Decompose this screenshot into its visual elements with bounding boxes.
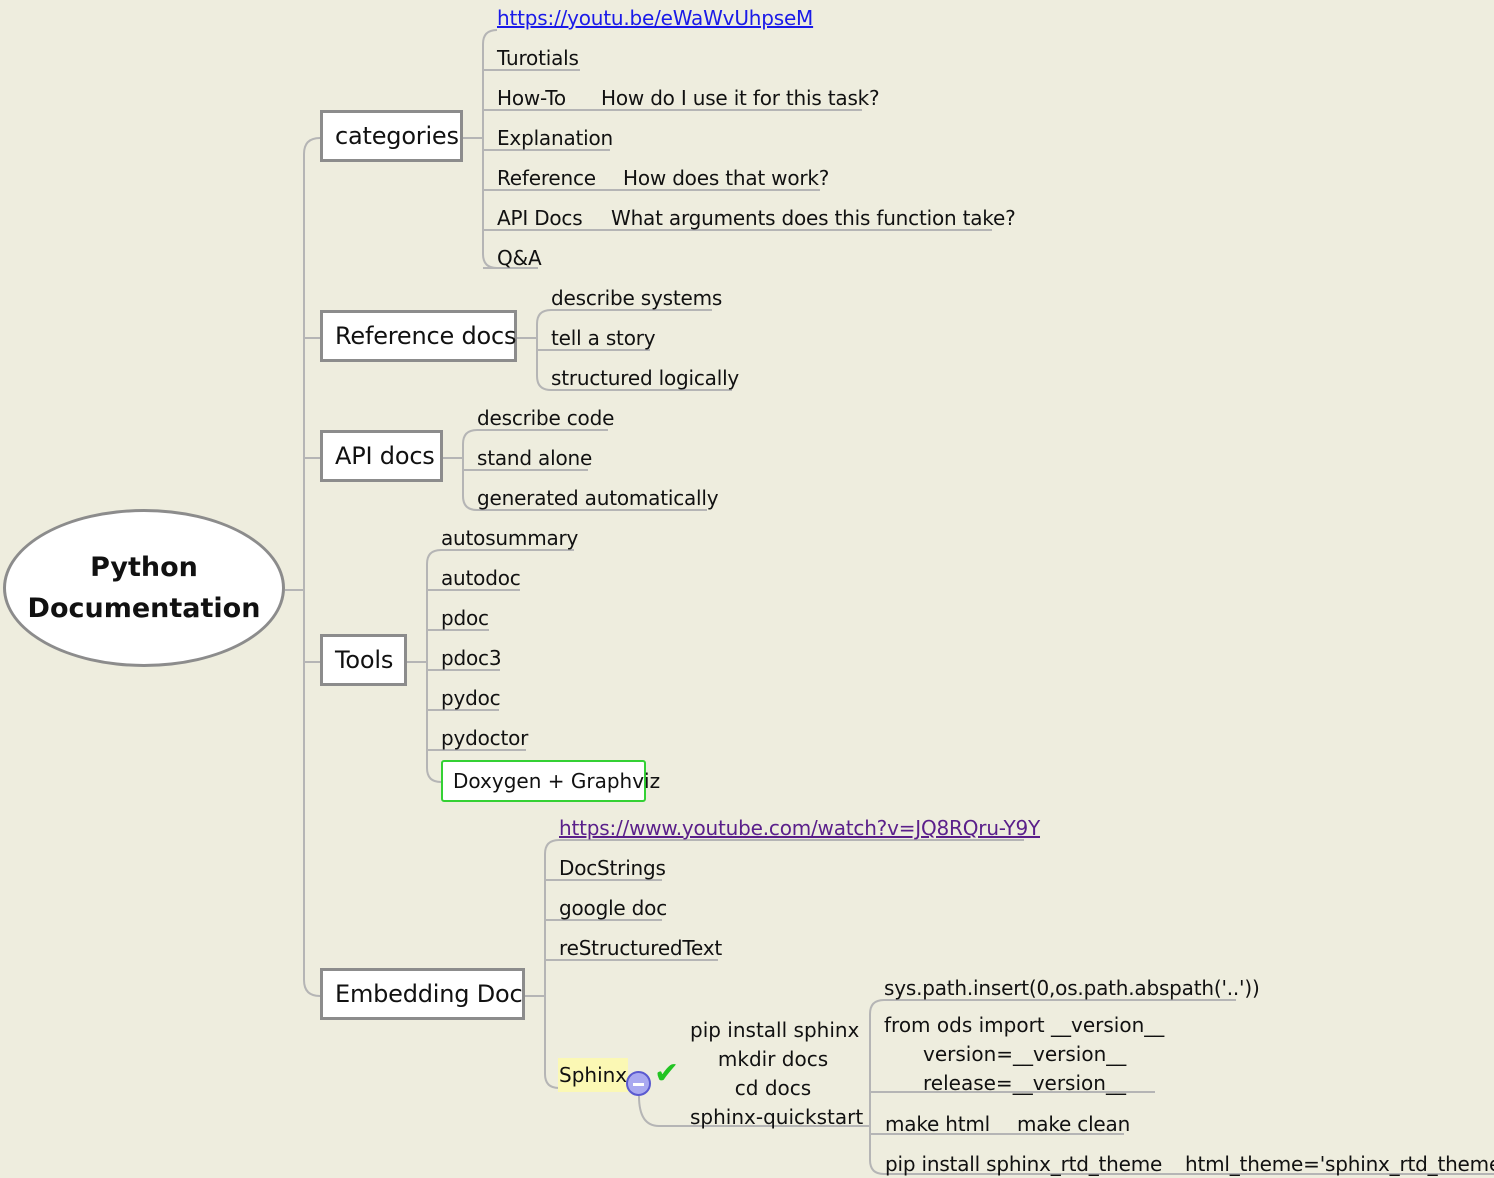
node-describe-systems[interactable]: describe systems bbox=[551, 286, 723, 310]
node-sys-path-insert[interactable]: sys.path.insert(0,os.path.abspath('..')) bbox=[884, 976, 1260, 1000]
node-sphinx[interactable]: Sphinx bbox=[558, 1058, 629, 1092]
node-autodoc[interactable]: autodoc bbox=[441, 566, 521, 590]
node-api-docs-label: API docs bbox=[335, 442, 435, 470]
node-howto[interactable]: How-To bbox=[497, 86, 566, 110]
node-docstrings[interactable]: DocStrings bbox=[559, 856, 666, 880]
categories-youtube-link[interactable]: https://youtu.be/eWaWvUhpseM bbox=[497, 6, 814, 30]
node-embedding-doc-label: Embedding Doc bbox=[335, 980, 523, 1008]
node-pip-install-theme[interactable]: pip install sphinx_rtd_theme bbox=[885, 1152, 1163, 1176]
node-google-doc[interactable]: google doc bbox=[559, 896, 668, 920]
checkmark-icon: ✔ bbox=[654, 1056, 680, 1091]
sphinx-step: pip install sphinx bbox=[690, 1018, 860, 1042]
node-categories[interactable]: categories bbox=[320, 110, 463, 162]
node-doxygen-graphviz[interactable]: Doxygen + Graphviz bbox=[441, 760, 660, 802]
node-howto-note[interactable]: How do I use it for this task? bbox=[601, 86, 880, 110]
node-restructuredtext[interactable]: reStructuredText bbox=[559, 936, 723, 960]
node-stand-alone[interactable]: stand alone bbox=[477, 446, 593, 470]
sphinx-step: sphinx-quickstart bbox=[690, 1105, 864, 1129]
sphinx-step: mkdir docs bbox=[717, 1047, 829, 1071]
node-generated-automatically[interactable]: generated automatically bbox=[477, 486, 719, 510]
node-sphinx-steps[interactable]: pip install sphinx mkdir docs cd docs sp… bbox=[690, 1016, 864, 1132]
node-sphinx-label: Sphinx bbox=[559, 1063, 628, 1087]
collapse-toggle-icon[interactable] bbox=[626, 1071, 651, 1096]
version-line: version=__version__ bbox=[923, 1042, 1127, 1066]
root-title-line2: Documentation bbox=[27, 593, 261, 624]
sphinx-step: cd docs bbox=[734, 1076, 812, 1100]
version-import-line: from ods import __version__ bbox=[884, 1013, 1165, 1037]
node-pydoctor[interactable]: pydoctor bbox=[441, 726, 529, 750]
node-pydoc[interactable]: pydoc bbox=[441, 686, 501, 710]
node-structured-logically[interactable]: structured logically bbox=[551, 366, 740, 390]
node-html-theme[interactable]: html_theme='sphinx_rtd_theme' bbox=[1185, 1152, 1494, 1176]
node-tools-label: Tools bbox=[335, 646, 394, 674]
node-tutorials[interactable]: Turotials bbox=[497, 46, 579, 70]
node-reference-docs[interactable]: Reference docs bbox=[320, 310, 517, 362]
node-reference-docs-label: Reference docs bbox=[335, 322, 517, 350]
root-title-line1: Python bbox=[90, 552, 198, 583]
node-api-docs-note[interactable]: What arguments does this function take? bbox=[611, 206, 1016, 230]
node-describe-code[interactable]: describe code bbox=[477, 406, 615, 430]
node-qa[interactable]: Q&A bbox=[497, 246, 542, 270]
node-reference[interactable]: Reference bbox=[497, 166, 596, 190]
node-tell-a-story[interactable]: tell a story bbox=[551, 326, 656, 350]
node-make-html[interactable]: make html bbox=[885, 1112, 991, 1136]
node-autosummary[interactable]: autosummary bbox=[441, 526, 579, 550]
node-api-docs-category[interactable]: API Docs bbox=[497, 206, 583, 230]
node-pdoc3[interactable]: pdoc3 bbox=[441, 646, 502, 670]
node-tools[interactable]: Tools bbox=[320, 634, 407, 686]
root-node[interactable]: Python Documentation bbox=[3, 509, 285, 667]
node-make-clean[interactable]: make clean bbox=[1017, 1112, 1131, 1136]
embedding-youtube-link[interactable]: https://www.youtube.com/watch?v=JQ8RQru-… bbox=[559, 816, 1040, 840]
node-categories-label: categories bbox=[335, 122, 459, 150]
node-doxygen-graphviz-label: Doxygen + Graphviz bbox=[453, 769, 661, 793]
node-reference-note[interactable]: How does that work? bbox=[623, 166, 830, 190]
node-api-docs[interactable]: API docs bbox=[320, 430, 443, 482]
node-version-config[interactable]: from ods import __version__ version=__ve… bbox=[884, 1011, 1164, 1098]
node-embedding-doc[interactable]: Embedding Doc bbox=[320, 968, 525, 1020]
node-pdoc[interactable]: pdoc bbox=[441, 606, 489, 630]
node-explanation[interactable]: Explanation bbox=[497, 126, 614, 150]
release-line: release=__version__ bbox=[923, 1071, 1126, 1095]
